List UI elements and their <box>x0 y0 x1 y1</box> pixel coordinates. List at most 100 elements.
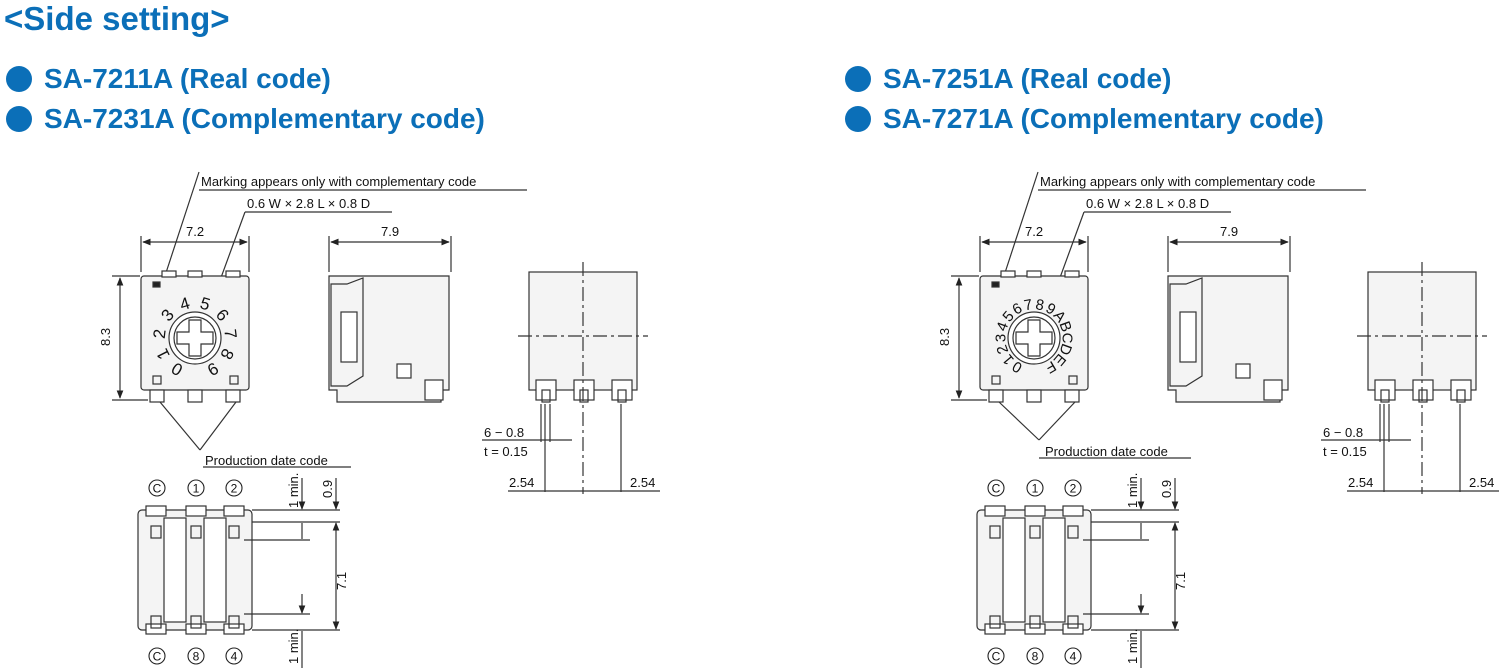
model-heading: SA-7271A (Complementary code) <box>845 103 1324 135</box>
drawing-panel-left: Marking appears only with complementary … <box>98 171 660 668</box>
terminal <box>1024 505 1046 517</box>
terminal-label-circle <box>1026 647 1044 665</box>
model-name: SA-7251A (Real code) <box>883 63 1172 94</box>
terminal <box>1064 389 1080 403</box>
terminal-label-circle <box>187 479 205 497</box>
dial-label: 3 <box>992 334 1009 342</box>
dial-inner <box>173 316 217 360</box>
min-clearance-bottom: 1 min. <box>1125 629 1140 664</box>
terminal-label: C <box>153 482 162 496</box>
bullet-icon <box>845 106 871 132</box>
model-heading: SA-7231A (Complementary code) <box>6 103 485 135</box>
width-dimension: 7.2 <box>186 224 204 239</box>
side-slot <box>330 277 364 387</box>
contact-tab <box>225 270 241 278</box>
terminal-label-circle <box>148 479 166 497</box>
terminal-label: C <box>153 650 162 664</box>
width-dimension: 7.2 <box>1025 224 1043 239</box>
dial-label: 7 <box>220 328 240 340</box>
height-dimension: 8.3 <box>98 328 113 346</box>
terminal-thickness-label: t = 0.15 <box>484 444 528 459</box>
pad <box>190 525 202 539</box>
pad <box>1067 615 1079 629</box>
terminal <box>984 505 1006 517</box>
terminal <box>145 623 167 635</box>
pad <box>228 615 240 629</box>
terminal <box>225 389 241 403</box>
terminal <box>988 389 1004 403</box>
side-slot <box>1169 277 1203 387</box>
bottom-rib <box>163 517 187 623</box>
marking-callout-label: Marking appears only with complementary … <box>201 174 476 189</box>
pitch-right-dimension: 2.54 <box>1469 475 1494 490</box>
bottom-rib <box>1042 517 1066 623</box>
side-body <box>328 275 450 403</box>
pad-span-dimension: 7.1 <box>334 572 349 590</box>
model-heading: SA-7251A (Real code) <box>845 63 1171 95</box>
pad <box>228 525 240 539</box>
side-slider <box>340 311 358 363</box>
contact-tab <box>161 270 177 278</box>
terminal-label: 1 <box>1032 482 1039 496</box>
height-dimension: 8.3 <box>937 328 952 346</box>
terminal-label: 4 <box>231 650 238 664</box>
callout-leader <box>999 171 1039 289</box>
terminal-size-label: 6 − 0.8 <box>1323 425 1363 440</box>
callout-leader <box>160 171 200 289</box>
side-window <box>1235 363 1251 379</box>
pin <box>541 389 551 403</box>
bottom-rib <box>1002 517 1026 623</box>
pad <box>150 525 162 539</box>
terminal-window <box>1068 375 1078 385</box>
date-code-label: Production date code <box>205 453 328 468</box>
pin <box>1456 389 1466 403</box>
page-title: <Side setting> <box>4 0 230 37</box>
terminal <box>1026 389 1042 403</box>
callout-leader <box>159 401 201 451</box>
terminal-label-circle <box>148 647 166 665</box>
pad <box>150 615 162 629</box>
terminal-label-circle <box>225 647 243 665</box>
side-slider <box>1179 311 1197 363</box>
bullet-icon <box>6 106 32 132</box>
terminal <box>185 623 207 635</box>
marking-dot <box>991 281 1000 288</box>
terminal-window <box>152 375 162 385</box>
terminal-label-circle <box>987 647 1005 665</box>
bottom-view <box>976 505 1092 635</box>
side-body <box>1167 275 1289 403</box>
terminal-label: 8 <box>193 650 200 664</box>
pad <box>1029 615 1041 629</box>
min-clearance-top: 1 min. <box>1125 473 1140 508</box>
model-name: SA-7271A (Complementary code) <box>883 103 1324 134</box>
pitch-left-dimension: 2.54 <box>1348 475 1373 490</box>
terminal-label-circle <box>187 647 205 665</box>
terminal-label: 2 <box>231 482 238 496</box>
pin <box>579 389 589 403</box>
marking-dot <box>152 281 161 288</box>
depth-dimension: 7.9 <box>381 224 399 239</box>
pad-span-dimension: 7.1 <box>1173 572 1188 590</box>
terminal <box>145 505 167 517</box>
pin <box>617 389 627 403</box>
terminal <box>223 505 245 517</box>
side-foot <box>424 379 444 401</box>
contact-size-label: 0.6 W × 2.8 L × 0.8 D <box>1086 196 1209 211</box>
terminal <box>1062 505 1084 517</box>
terminal-label: 4 <box>1070 650 1077 664</box>
terminal-label: 8 <box>1032 650 1039 664</box>
contact-tab <box>187 270 203 278</box>
callout-leader <box>1038 401 1076 441</box>
pin <box>1418 389 1428 403</box>
pad <box>989 525 1001 539</box>
terminal <box>984 623 1006 635</box>
terminal-window <box>229 375 239 385</box>
terminal-label: 2 <box>1070 482 1077 496</box>
model-name: SA-7211A (Real code) <box>44 63 331 94</box>
terminal-thickness-label: t = 0.15 <box>1323 444 1367 459</box>
